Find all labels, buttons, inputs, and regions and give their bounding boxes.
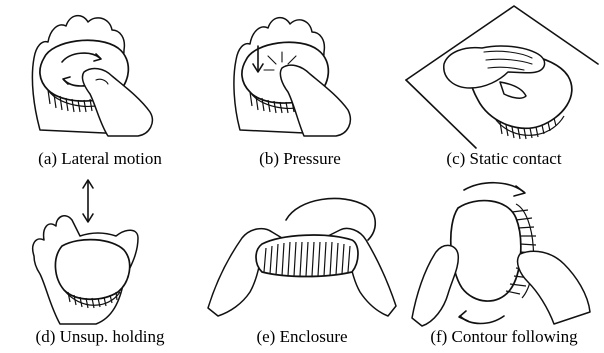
caption-lateral-motion: (a) Lateral motion <box>0 149 200 169</box>
caption-static-contact: (c) Static contact <box>404 149 604 169</box>
caption-unsupported-holding: (d) Unsup. holding <box>0 327 200 347</box>
panel-enclosure: (e) Enclosure <box>202 178 402 353</box>
contour-following-illustration <box>404 178 604 328</box>
enclosure-illustration <box>202 178 402 328</box>
static-contact-illustration <box>404 0 604 150</box>
caption-pressure: (b) Pressure <box>200 149 400 169</box>
panel-contour-following: (f) Contour following <box>404 178 604 353</box>
panel-unsupported-holding: (d) Unsup. holding <box>0 178 200 353</box>
panel-lateral-motion: (a) Lateral motion <box>0 0 200 176</box>
pressure-illustration <box>200 0 400 150</box>
panel-pressure: (b) Pressure <box>200 0 400 176</box>
unsupported-holding-illustration <box>0 178 200 328</box>
panel-static-contact: (c) Static contact <box>404 0 604 176</box>
lateral-motion-illustration <box>0 0 200 150</box>
caption-contour-following: (f) Contour following <box>404 327 604 347</box>
caption-enclosure: (e) Enclosure <box>202 327 402 347</box>
